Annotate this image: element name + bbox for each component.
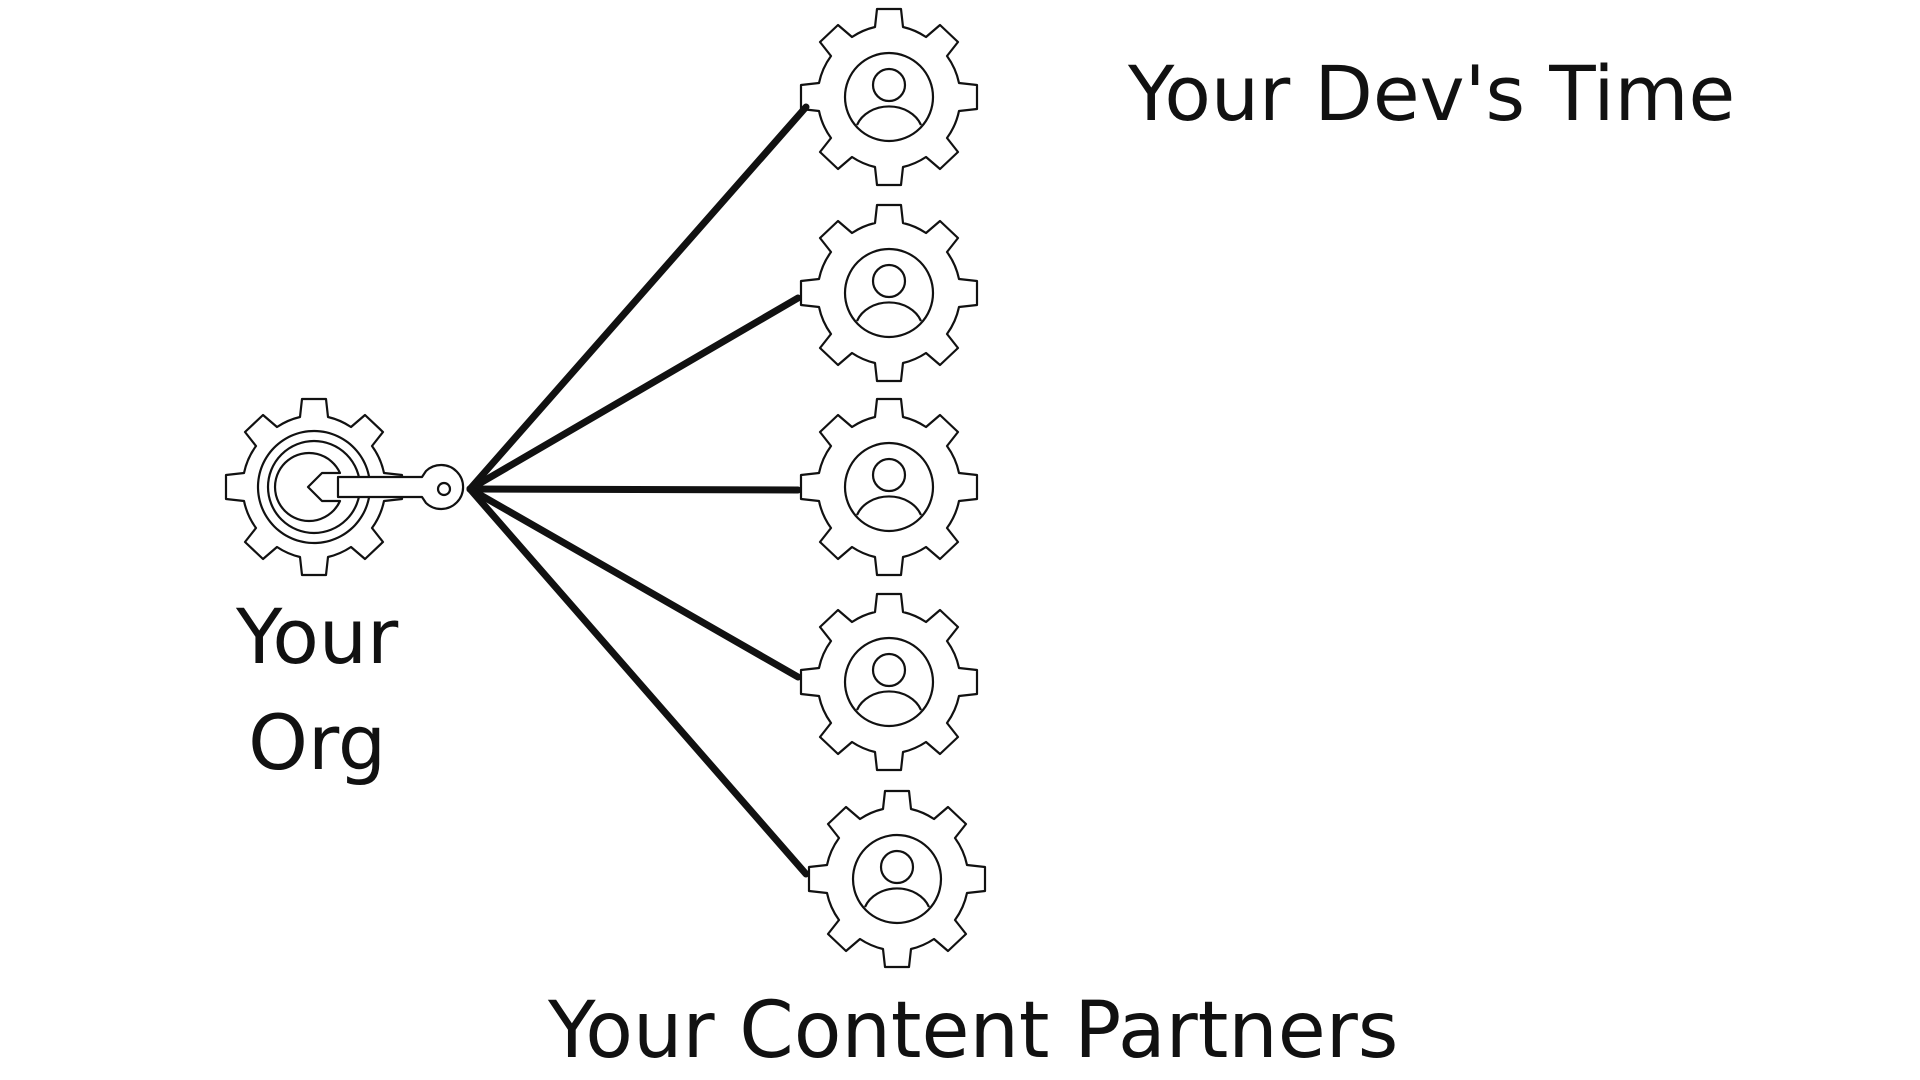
connector-line-2 — [466, 294, 802, 493]
gear-user-icon — [807, 789, 987, 969]
org-label: Your Org — [236, 584, 398, 796]
gear-user-icon — [799, 7, 979, 187]
gear-user-icon — [799, 203, 979, 383]
gear-wrench-icon — [224, 397, 465, 577]
org-label-line2: Org — [248, 698, 387, 787]
gear-user-icon — [799, 397, 979, 577]
connector-line-1 — [466, 103, 810, 493]
gear-user-icon — [799, 592, 979, 772]
org-label-line1: Your — [236, 592, 399, 681]
devs-time-label: Your Dev's Time — [1128, 49, 1736, 138]
content-partners-label: Your Content Partners — [548, 986, 1399, 1076]
connector-line-5 — [466, 485, 810, 878]
partner-gears — [799, 7, 987, 969]
connector-line-4 — [466, 485, 802, 681]
connector-lines — [466, 103, 810, 878]
connector-line-3 — [466, 485, 802, 494]
